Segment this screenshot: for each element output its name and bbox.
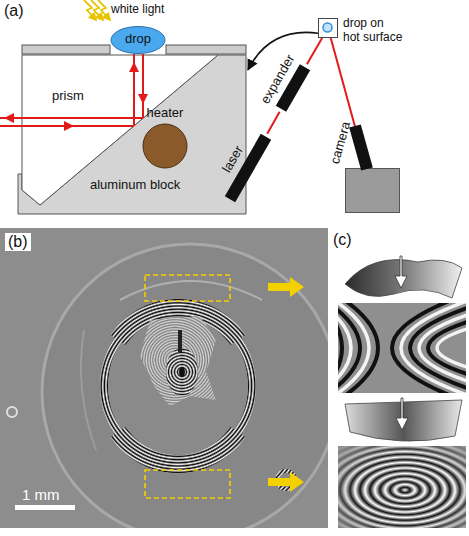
region-fringes: [140, 316, 216, 406]
zoom-arrow: [268, 472, 304, 492]
node-outline: [22, 55, 218, 205]
laser-beam: [267, 112, 279, 134]
faint-fringe: [120, 281, 262, 300]
node-label: aluminum block: [90, 178, 180, 193]
fringe: [428, 321, 466, 375]
beam-expander: expander: [276, 64, 310, 112]
contact-ring-fringes: [104, 308, 252, 464]
fringe-image: [338, 446, 466, 528]
drop-ellipse: drop: [110, 26, 166, 54]
fringe: [338, 303, 378, 393]
view-arrow: [395, 256, 407, 288]
fringe: [410, 307, 466, 389]
bright-region: [140, 316, 216, 406]
panel-label: (c): [333, 231, 352, 249]
fringe: [338, 303, 369, 393]
fringe: [392, 303, 466, 393]
aluminum-block: aluminum block prism heater: [18, 44, 248, 216]
laser-source: laser: [225, 134, 271, 202]
node-label: expander: [258, 52, 298, 106]
drop-symbol: [323, 23, 332, 32]
zoom-box: [145, 470, 230, 498]
top-plate: [22, 45, 110, 54]
heater-circle: heater: [140, 106, 190, 170]
prism-shape: prism: [22, 55, 218, 205]
zoom-box: [145, 275, 230, 301]
view-arrow: [396, 398, 408, 430]
top-plate: [166, 45, 246, 54]
fringe: [338, 314, 351, 382]
small-fringes: [7, 407, 17, 417]
heater-shape: [143, 124, 187, 168]
outer-ring: [42, 244, 328, 528]
fringe: [401, 303, 466, 393]
drop-shape: [111, 27, 165, 54]
node-outline: [346, 169, 401, 214]
light-ray: [98, 0, 110, 20]
fringe: [419, 314, 466, 382]
zoom-arrow: [268, 277, 304, 297]
camera-lens: [349, 124, 373, 170]
central-spot: [179, 367, 185, 377]
node-label: prism: [52, 89, 84, 104]
prism-outline: [22, 55, 218, 205]
dense-fringes: [118, 432, 238, 464]
fringe: [437, 328, 466, 368]
fringe: [338, 321, 342, 375]
fringe: [338, 307, 360, 389]
probe-shadow: [178, 330, 182, 352]
faint-fringe: [81, 330, 96, 450]
fringe-fade: [338, 446, 466, 528]
sample-box: drop on hot surface: [318, 18, 338, 38]
node-label: drop on hot surface: [343, 17, 405, 45]
panel-label: (a): [4, 2, 24, 20]
block-shape: [18, 55, 246, 214]
node-label: drop: [110, 32, 166, 47]
node-label: heater: [140, 106, 190, 121]
interferogram: [0, 228, 328, 528]
panel-label: 1 mm: [22, 486, 60, 503]
scale-bar: [15, 505, 75, 510]
laser-beam: [307, 38, 322, 64]
panel-label: (b): [5, 233, 31, 251]
node-label: camera: [328, 120, 354, 166]
central-fringes: [166, 348, 198, 396]
beam-arrowhead: [4, 113, 14, 123]
node-outline: [319, 19, 339, 39]
saddle-fringes: [338, 303, 466, 393]
camera-body: camera: [345, 168, 400, 213]
panel-label: white light: [111, 3, 164, 17]
